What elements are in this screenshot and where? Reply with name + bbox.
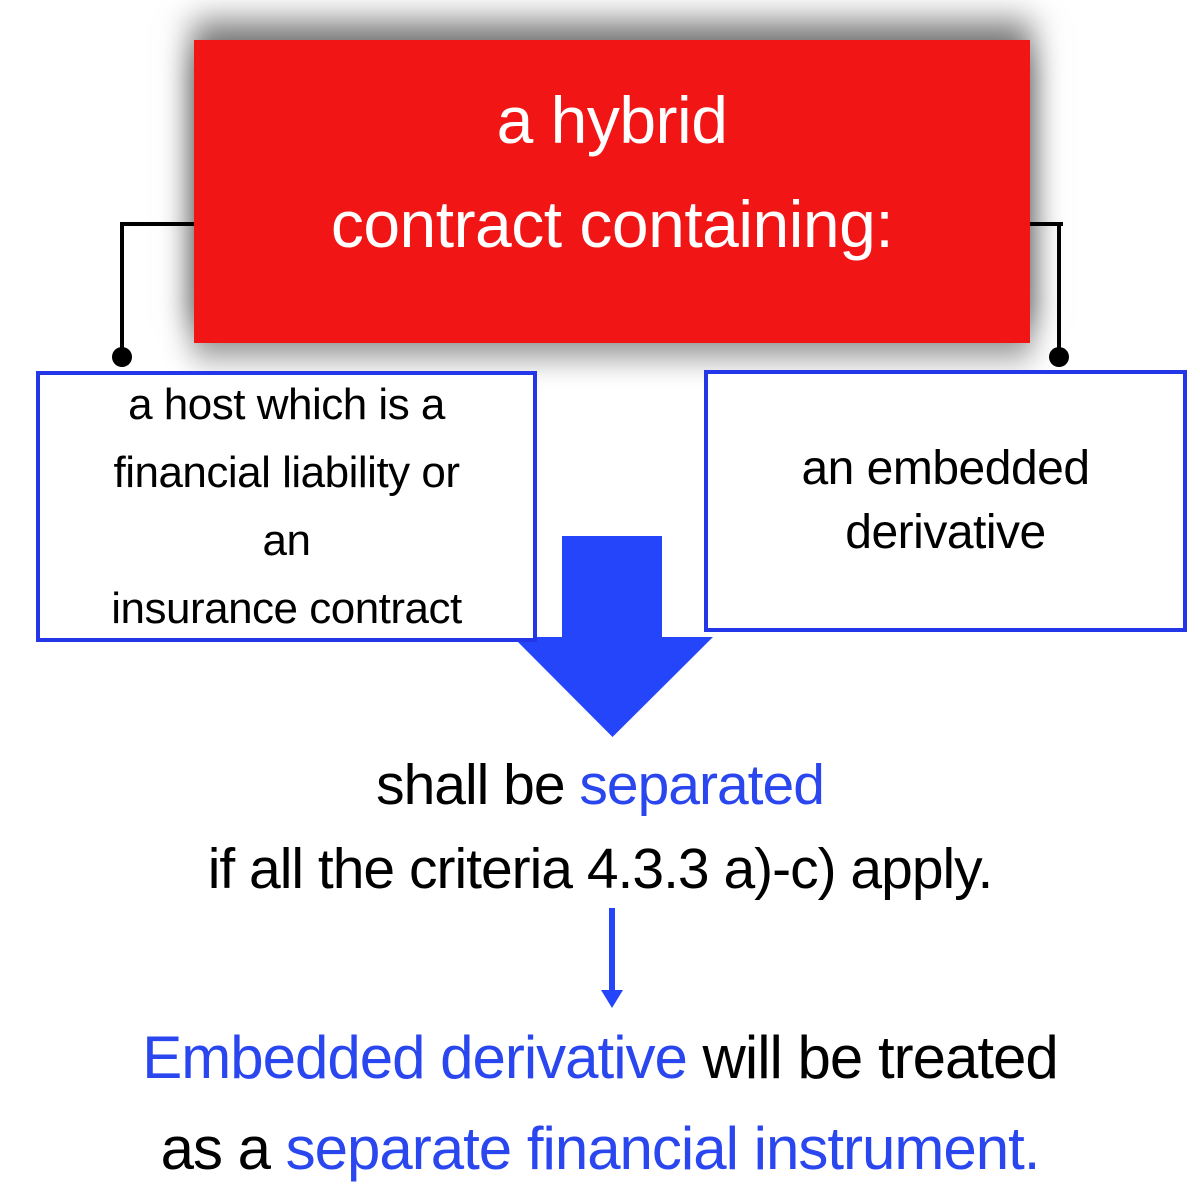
connector-left-horizontal	[120, 222, 196, 226]
conclusion-line1: Embedded derivative will be treated	[0, 1012, 1200, 1103]
host-node-line: an	[262, 515, 311, 565]
separated-text: separated	[579, 753, 825, 817]
connector-right-vertical	[1057, 222, 1061, 359]
embedded-derivative-text: Embedded derivative	[142, 1024, 688, 1091]
hybrid-contract-line1: a hybrid	[496, 83, 728, 157]
connector-left-vertical	[120, 222, 124, 359]
big-down-arrow-icon	[513, 536, 713, 737]
will-be-treated-text: will be treated	[686, 1024, 1059, 1091]
separate-instrument-text: separate financial instrument.	[285, 1115, 1041, 1182]
small-down-arrow-icon	[601, 908, 623, 1008]
host-node-line: insurance contract	[111, 583, 462, 633]
embedded-node-line: derivative	[845, 506, 1046, 559]
shall-be-text: shall be	[376, 753, 580, 817]
hybrid-contract-node: a hybrid contract containing:	[194, 40, 1030, 343]
separation-statement: shall be separated if all the criteria 4…	[0, 743, 1200, 911]
separation-line: shall be separated	[0, 743, 1200, 827]
conclusion-line2: as a separate financial instrument.	[0, 1103, 1200, 1194]
embedded-node-line: an embedded	[801, 442, 1090, 495]
hybrid-contract-line2: contract containing:	[330, 187, 894, 261]
as-a-text: as a	[160, 1115, 286, 1182]
host-node: a host which is a financial liability or…	[36, 371, 537, 642]
connector-dot-left	[112, 347, 132, 367]
connector-dot-right	[1049, 347, 1069, 367]
connector-right-horizontal	[1028, 222, 1063, 226]
host-node-line: financial liability or	[113, 447, 460, 497]
conclusion-statement: Embedded derivative will be treated as a…	[0, 1012, 1200, 1194]
embedded-derivative-node: an embedded derivative	[704, 370, 1187, 632]
criteria-line: if all the criteria 4.3.3 a)-c) apply.	[207, 837, 994, 901]
host-node-line: a host which is a	[128, 379, 445, 429]
